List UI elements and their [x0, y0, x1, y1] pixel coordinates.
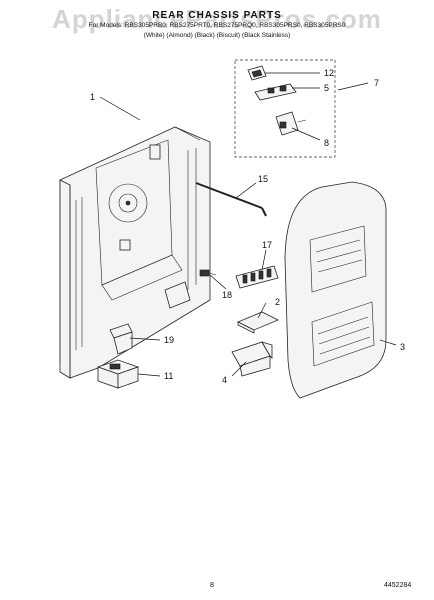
callout-5: 5: [324, 83, 329, 93]
callout-2: 2: [275, 297, 280, 307]
leader-line-7: [337, 82, 369, 91]
leader-line-18: [209, 274, 227, 290]
leader-line-2: [257, 302, 267, 319]
leader-line-8: [291, 127, 321, 141]
part-19-bracket: [109, 323, 133, 355]
part-5-bracket: [254, 83, 297, 101]
model-list: For Models: RBS305PRB0, RBS275PRT0, RBS2…: [88, 22, 346, 29]
leader-line-11: [137, 373, 161, 377]
leader-line-4: [231, 361, 247, 377]
part-17-terminal-block: [235, 265, 279, 289]
parts-group-box: [234, 59, 336, 158]
callout-19: 19: [164, 335, 174, 345]
page-number: 8: [210, 582, 214, 589]
part-2-plate: [237, 311, 279, 334]
callout-7: 7: [374, 78, 379, 88]
leader-line-1: [99, 96, 141, 121]
callout-15: 15: [258, 174, 268, 184]
callout-17: 17: [262, 240, 272, 250]
callout-11: 11: [164, 371, 173, 381]
callout-3: 3: [400, 342, 405, 352]
part-11-box: [96, 359, 140, 389]
leader-line-3: [379, 339, 397, 346]
part-18-screw: [199, 269, 217, 277]
part-8-switch: [275, 111, 307, 136]
leader-line-15: [235, 182, 257, 199]
page-title: REAR CHASSIS PARTS: [152, 10, 282, 21]
callout-1: 1: [90, 92, 95, 102]
callout-8: 8: [324, 138, 329, 148]
callout-12: 12: [324, 68, 334, 78]
leader-line-17: [261, 249, 267, 271]
color-list: (White) (Almond) (Black) (Biscuit) (Blac…: [143, 32, 291, 39]
document-number: 4452284: [384, 582, 412, 589]
watermark: AppliancePartsPros.com: [52, 4, 382, 34]
part-15-rod: [195, 182, 267, 217]
callout-18: 18: [222, 290, 232, 300]
rear-chassis-panel: [59, 126, 211, 379]
part-12-clip: [247, 65, 267, 81]
leader-line-19: [129, 337, 161, 341]
callout-4: 4: [222, 375, 227, 385]
part-4-bracket: [231, 341, 273, 377]
part-3-rear-cover: [284, 181, 387, 399]
